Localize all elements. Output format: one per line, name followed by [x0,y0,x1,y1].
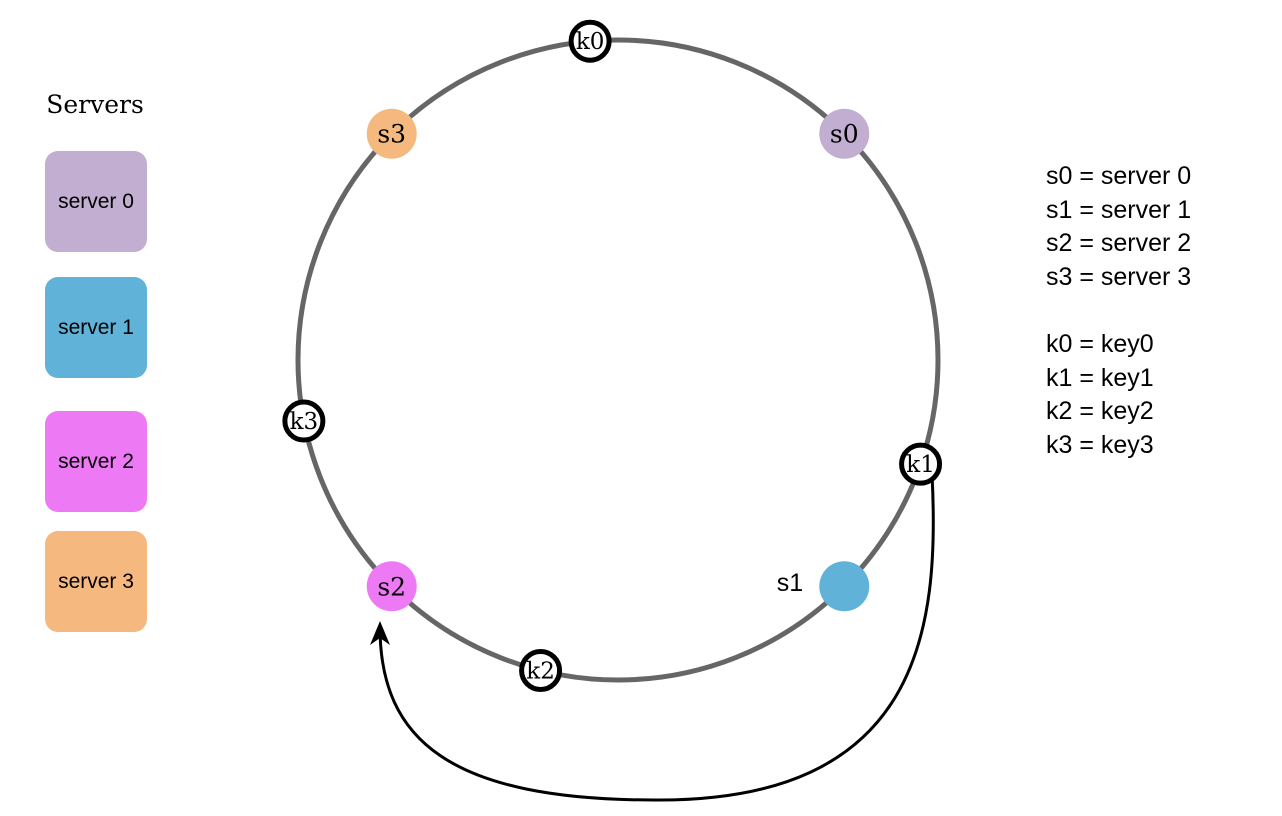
key-mapping-0: k0 = key0 [1046,330,1154,358]
server-node-s2 [366,561,417,612]
server-node-s3 [366,108,417,159]
server-mapping-1: s1 = server 1 [1046,195,1192,224]
arrow-head [370,621,390,645]
legend-server-2: server 2 [45,411,147,512]
server-node-label-s3: s3 [377,120,406,149]
key-mapping-2: k2 = key2 [1046,397,1154,425]
key-mapping-3: k3 = key3 [1046,430,1154,459]
server-mapping-3: s3 = server 3 [1046,262,1192,291]
key-to-server-arrow [378,473,935,802]
server-node-s1 [819,561,870,612]
legend-server-1: server 1 [45,277,147,378]
server-node-label-s0: s0 [830,120,859,149]
key-node-label-k3: k3 [290,409,319,435]
key-mapping-list: k0 = key0 k1 = key1 k2 = key2 k3 = key3 [1046,328,1154,462]
key-node-k1 [899,442,943,486]
key-node-label-k0: k0 [576,29,605,55]
key-mapping-1: k1 = key1 [1046,363,1154,392]
s1-outside-label: s1 [777,569,803,597]
legend-server-0: server 0 [45,151,147,252]
key-node-k0 [568,19,612,63]
key-node-k3 [282,399,326,443]
server-node-s0 [819,108,870,159]
server-mapping-0: s0 = server 0 [1046,162,1192,190]
legend-title: Servers [46,90,144,119]
server-mapping-list: s0 = server 0 s1 = server 1 s2 = server … [1046,160,1191,294]
legend-server-3: server 3 [45,531,147,632]
key-node-label-k1: k1 [906,452,935,478]
server-node-label-s2: s2 [377,572,406,601]
hash-ring [295,37,941,683]
server-mapping-2: s2 = server 2 [1046,229,1192,257]
key-node-label-k2: k2 [526,658,555,684]
key-node-k2 [519,648,563,692]
